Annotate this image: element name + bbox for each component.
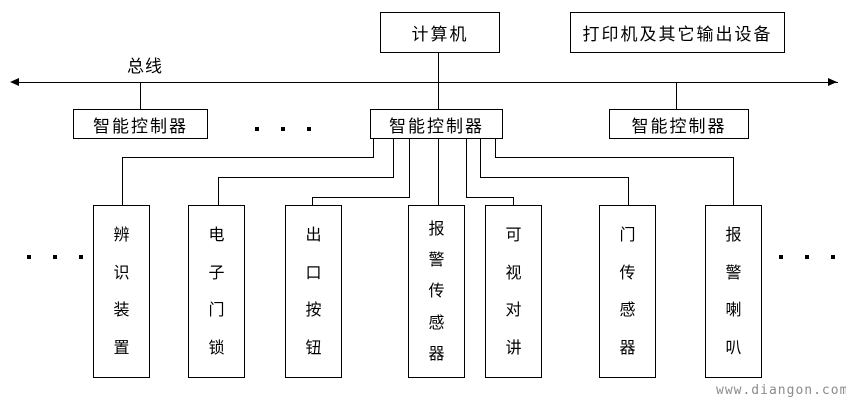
connector-drop [733, 157, 734, 205]
dot-icon [79, 255, 83, 259]
connector-drop [218, 177, 219, 205]
dot-icon [779, 255, 783, 259]
connector-stub [409, 138, 410, 198]
connector-computer-to-controller [438, 53, 439, 109]
connector-drop [312, 197, 313, 205]
dot-icon [307, 127, 311, 131]
connector-stub [466, 138, 467, 198]
dot-icon [255, 127, 259, 131]
controller-box-right: 智能控制器 [609, 109, 749, 139]
connector-bus-to-left-controller [140, 82, 141, 109]
device-box-alarm-horn: 报警喇叭 [705, 205, 762, 378]
connector-stub [438, 138, 439, 205]
bus-arrow-left-icon [10, 78, 19, 86]
device-box-exit-button: 出口按钮 [285, 205, 342, 378]
connector-stub [373, 138, 374, 158]
dot-icon [53, 255, 57, 259]
dot-icon [27, 255, 31, 259]
device-box-electronic-door-lock: 电子门锁 [188, 205, 245, 378]
connector-elbow [312, 197, 410, 198]
connector-stub [495, 138, 496, 158]
connector-bus-to-right-controller [676, 82, 677, 109]
dot-icon [805, 255, 809, 259]
watermark: www.diangon.com [716, 383, 846, 398]
bus-line [15, 82, 838, 83]
connector-elbow [122, 157, 374, 158]
device-box-identification-device: 辨识装置 [93, 205, 150, 378]
device-box-video-intercom: 可视对讲 [485, 205, 542, 378]
computer-box: 计算机 [380, 12, 500, 53]
dot-icon [831, 255, 835, 259]
connector-elbow [495, 157, 734, 158]
controller-box-middle: 智能控制器 [370, 109, 503, 139]
connector-drop [628, 177, 629, 205]
device-box-alarm-sensor: 报警传感器 [408, 205, 465, 378]
printer-output-devices-box: 打印机及其它输出设备 [570, 12, 785, 53]
connector-stub [480, 138, 481, 178]
connector-drop [513, 197, 514, 205]
connector-drop [122, 157, 123, 205]
connector-elbow [480, 177, 629, 178]
bus-label: 总线 [127, 57, 163, 77]
controller-box-left: 智能控制器 [73, 109, 208, 139]
connector-elbow [466, 197, 514, 198]
dot-icon [281, 127, 285, 131]
device-box-door-sensor: 门传感器 [599, 205, 656, 378]
connector-elbow [218, 177, 394, 178]
connector-stub [393, 138, 394, 178]
bus-arrow-right-icon [828, 78, 837, 86]
